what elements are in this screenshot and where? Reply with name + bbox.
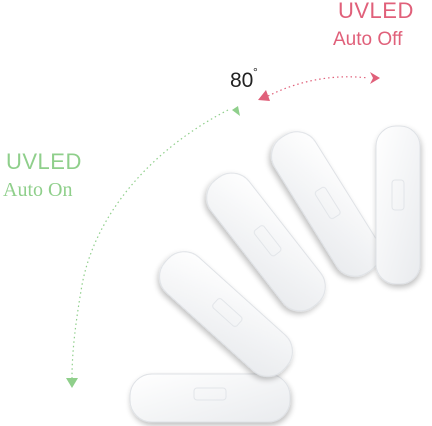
auto-off-arrowhead: [370, 72, 380, 84]
device-tilt-3: [271, 131, 381, 277]
device-tilt-1: [159, 251, 293, 377]
device-flat: [129, 373, 291, 423]
auto-off-title: UVLED: [338, 0, 414, 23]
auto-on-arc: [71, 109, 229, 379]
angle-start-arrowhead: [258, 90, 270, 101]
auto-off-arc: [267, 76, 369, 97]
angle-unit: °: [253, 65, 258, 79]
auto-on-subtitle: Auto On: [3, 179, 73, 201]
auto-off-subtitle: Auto Off: [333, 29, 403, 50]
auto-on-top-arrowhead: [232, 106, 240, 116]
auto-on-arrowhead: [66, 378, 78, 388]
device-vertical: [375, 125, 421, 285]
device-tilt-2: [206, 172, 326, 312]
auto-on-title: UVLED: [6, 149, 82, 174]
angle-value: 80: [230, 69, 254, 92]
